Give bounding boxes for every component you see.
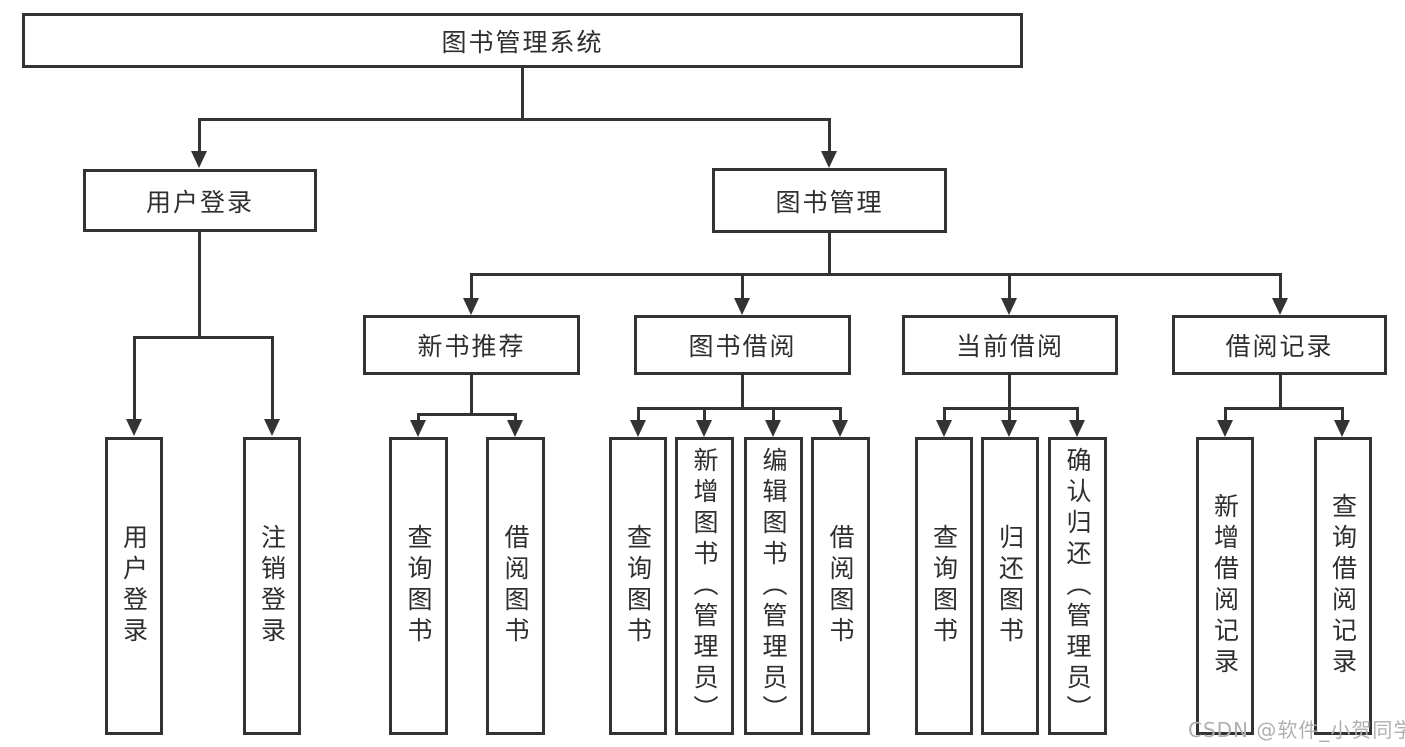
arrow-down-icon [1069, 420, 1085, 437]
leaf-query-borrow-record: 查询借阅记录 [1314, 437, 1372, 735]
arrow-down-icon [936, 420, 952, 437]
connector-line [703, 407, 706, 422]
connector-line [1008, 407, 1011, 422]
connector-line [772, 407, 775, 422]
connector-line [198, 232, 201, 338]
leaf-return-books: 归还图书 [981, 437, 1039, 735]
leaf-borrow-books-recommend: 借阅图书 [486, 437, 545, 735]
leaf-add-books-admin: 新增图书（管理员） [675, 437, 734, 735]
connector-line [133, 336, 273, 339]
leaf-query-books-recommend: 查询图书 [389, 437, 448, 735]
arrow-down-icon [765, 420, 781, 437]
connector-line [828, 233, 831, 274]
leaf-logout: 注销登录 [243, 437, 301, 735]
node-current-borrowing: 当前借阅 [902, 315, 1118, 375]
node-new-book-recommend: 新书推荐 [363, 315, 580, 375]
arrow-down-icon [821, 151, 837, 168]
node-book-management: 图书管理 [712, 168, 947, 233]
connector-line [1341, 407, 1344, 422]
connector-line [943, 407, 946, 422]
node-borrowing-records: 借阅记录 [1172, 315, 1387, 375]
connector-line [828, 118, 831, 154]
leaf-user-login: 用户登录 [105, 437, 163, 735]
node-user-login: 用户登录 [83, 169, 317, 232]
leaf-edit-books-admin: 编辑图书（管理员） [744, 437, 803, 735]
arrow-down-icon [1272, 298, 1288, 315]
leaf-confirm-return-admin: 确认归还（管理员） [1048, 437, 1107, 735]
connector-line [198, 118, 831, 121]
connector-line [271, 336, 274, 421]
arrow-down-icon [126, 419, 142, 436]
connector-line [1224, 407, 1227, 422]
connector-line [417, 413, 516, 416]
leaf-query-books-borrowing: 查询图书 [609, 437, 667, 735]
arrow-down-icon [264, 419, 280, 436]
arrow-down-icon [507, 420, 523, 437]
arrow-down-icon [1334, 420, 1350, 437]
connector-line [521, 68, 524, 119]
connector-line [1008, 375, 1011, 409]
connector-line [470, 273, 1281, 276]
arrow-down-icon [1001, 298, 1017, 315]
arrow-down-icon [734, 298, 750, 315]
arrow-down-icon [630, 420, 646, 437]
connector-line [741, 273, 744, 299]
leaf-borrow-books-borrowing: 借阅图书 [811, 437, 870, 735]
connector-line [943, 407, 1078, 410]
node-book-borrowing: 图书借阅 [634, 315, 851, 375]
connector-line [514, 413, 517, 422]
arrow-down-icon [191, 151, 207, 168]
leaf-query-books-current: 查询图书 [915, 437, 973, 735]
arrow-down-icon [410, 420, 426, 437]
leaf-add-borrow-record: 新增借阅记录 [1196, 437, 1254, 735]
arrow-down-icon [832, 420, 848, 437]
connector-line [1279, 273, 1282, 299]
connector-line [741, 375, 744, 409]
node-book-management-system: 图书管理系统 [22, 13, 1023, 68]
connector-line [417, 413, 420, 422]
connector-line [839, 407, 842, 422]
connector-line [470, 273, 473, 299]
arrow-down-icon [1001, 420, 1017, 437]
connector-line [470, 375, 473, 415]
connector-line [198, 118, 201, 154]
connector-line [1008, 273, 1011, 299]
csdn-watermark: CSDN @软件_小贺同学 [1188, 718, 1405, 742]
arrow-down-icon [1217, 420, 1233, 437]
arrow-down-icon [696, 420, 712, 437]
connector-line [637, 407, 640, 422]
connector-line [133, 336, 136, 421]
connector-line [1076, 407, 1079, 422]
connector-line [1279, 375, 1282, 409]
connector-line [637, 407, 841, 410]
connector-line [1224, 407, 1343, 410]
arrow-down-icon [463, 298, 479, 315]
